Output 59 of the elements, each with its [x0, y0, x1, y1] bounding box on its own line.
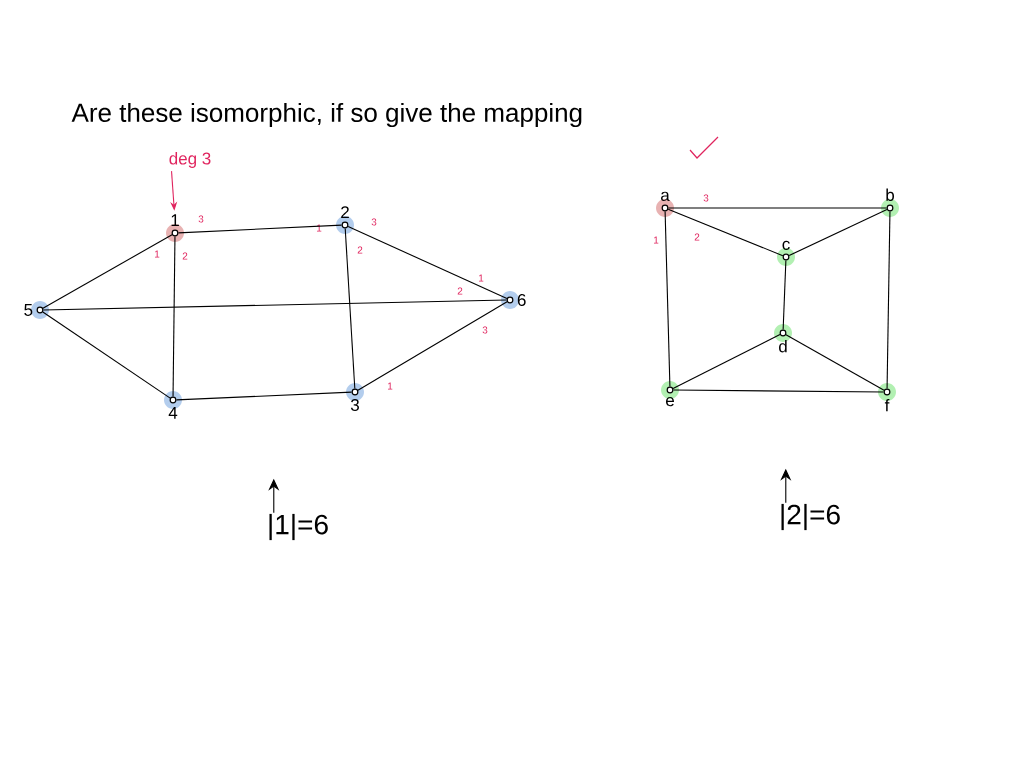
- vertex: 2: [341, 206, 349, 229]
- node-label: 5: [24, 304, 33, 316]
- edge: [172, 235, 176, 398]
- edge: [357, 301, 508, 391]
- vertex: 4: [168, 396, 178, 419]
- vertex: 1: [171, 214, 179, 237]
- edge: [177, 224, 343, 234]
- vertex: 5: [24, 304, 44, 316]
- node-label: b: [886, 188, 895, 202]
- edge: [667, 208, 784, 257]
- edge: [672, 334, 781, 389]
- edge-end-number: 2: [457, 287, 463, 295]
- edge-end-number: 1: [388, 382, 393, 390]
- node-label: f: [884, 398, 890, 412]
- node-label: 3: [350, 398, 359, 412]
- edge-end-number: 1: [155, 250, 160, 258]
- edge-end-number: 2: [182, 252, 188, 260]
- vertex: f: [883, 388, 891, 412]
- edge-end-number: 2: [357, 246, 363, 254]
- edge-end-number: 2: [694, 233, 700, 241]
- node-label: 4: [168, 406, 178, 419]
- cardinality-note: |2|=6: [781, 503, 840, 531]
- edge: [42, 299, 508, 311]
- vertex: e: [666, 386, 674, 407]
- title: Are these isomorphic, if so give the mapping: [71, 102, 582, 128]
- vertex: 3: [350, 388, 359, 411]
- edge: [664, 210, 671, 388]
- edge: [672, 389, 885, 393]
- node-label: e: [666, 396, 674, 407]
- vertex: 6: [506, 294, 526, 307]
- edge-end-number: 3: [482, 326, 488, 334]
- edge-end-number: 1: [317, 224, 322, 232]
- edge-end-number: 1: [654, 236, 659, 244]
- edge: [42, 311, 171, 399]
- edge-end-number: 3: [703, 194, 709, 202]
- edge: [782, 259, 787, 331]
- edge: [175, 391, 353, 401]
- node-label: d: [779, 339, 787, 353]
- node-label: 6: [517, 293, 526, 307]
- vertex: a: [661, 191, 670, 212]
- edge-end-number: 3: [371, 218, 377, 226]
- edge: [667, 207, 888, 209]
- edge: [347, 225, 508, 300]
- node-label: 1: [171, 214, 179, 227]
- annotation: deg 3: [169, 152, 211, 168]
- edge: [886, 210, 891, 390]
- vertex: c: [782, 240, 790, 261]
- vertex: d: [779, 329, 787, 353]
- edge: [785, 334, 885, 391]
- node-label: a: [661, 191, 670, 202]
- node-label: 2: [341, 206, 349, 219]
- node-label: c: [782, 240, 790, 251]
- edge: [788, 208, 888, 257]
- edge: [42, 234, 173, 309]
- edge-end-number: 1: [479, 274, 484, 282]
- vertex: b: [886, 188, 894, 212]
- edge-end-number: 3: [198, 215, 204, 223]
- edge: [344, 227, 356, 390]
- cardinality-note: |1|=6: [269, 513, 328, 541]
